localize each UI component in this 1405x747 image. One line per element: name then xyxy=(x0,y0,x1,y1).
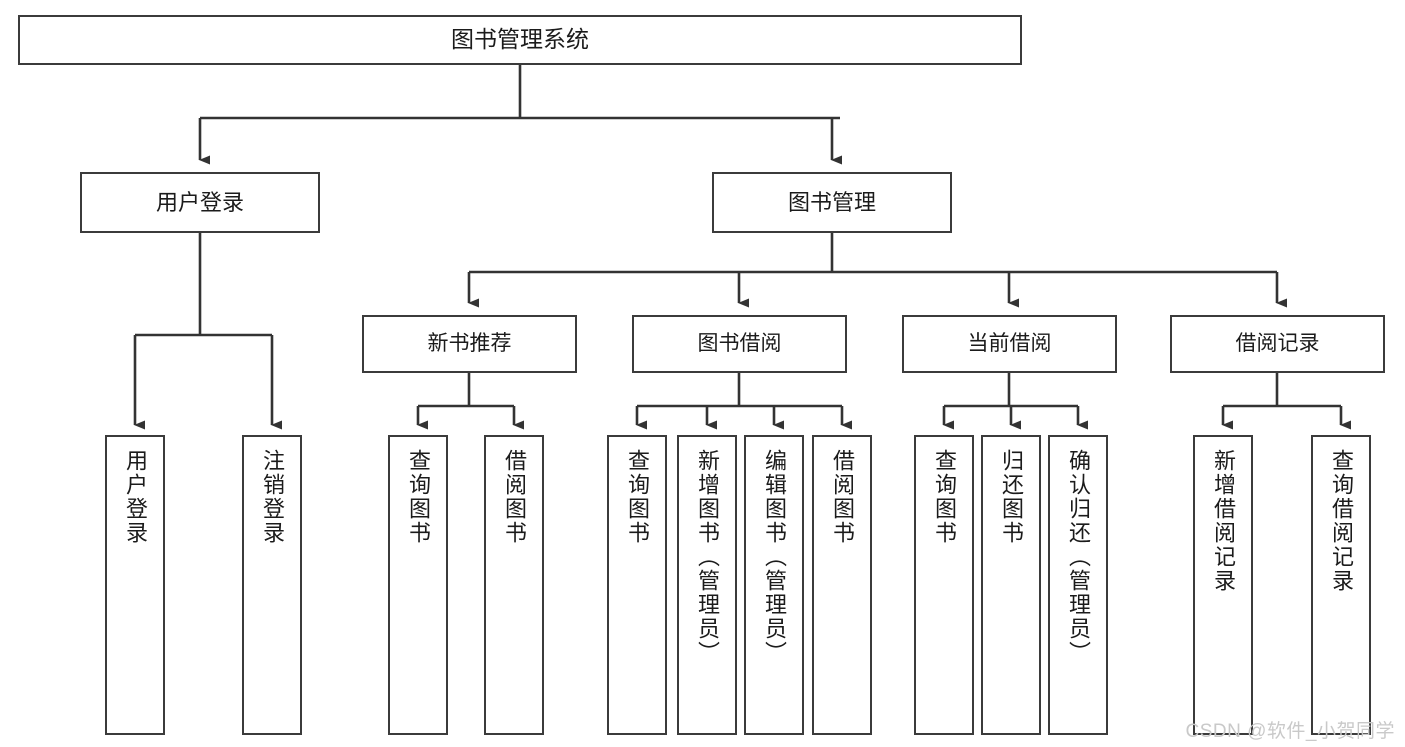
leaf-user-login-logout[interactable]: 注销登录 xyxy=(242,435,302,735)
node-label: 图书管理系统 xyxy=(451,26,589,53)
node-label: 查询图书 xyxy=(406,449,431,545)
node-user-login[interactable]: 用户登录 xyxy=(80,172,320,233)
leaf-current-borrow-return[interactable]: 归还图书 xyxy=(981,435,1041,735)
node-label: 当前借阅 xyxy=(967,331,1052,355)
node-label: 用户登录 xyxy=(155,189,244,215)
leaf-book-borrow-query[interactable]: 查询图书 xyxy=(607,435,667,735)
node-label: 查询借阅记录 xyxy=(1329,449,1354,593)
node-book-borrow[interactable]: 图书借阅 xyxy=(632,315,847,373)
leaf-book-borrow-add[interactable]: 新增图书（管理员） xyxy=(677,435,737,735)
leaf-borrow-record-add[interactable]: 新增借阅记录 xyxy=(1193,435,1253,735)
node-label: 编辑图书（管理员） xyxy=(762,449,787,665)
leaf-borrow-record-query[interactable]: 查询借阅记录 xyxy=(1311,435,1371,735)
node-new-book-recommend[interactable]: 新书推荐 xyxy=(362,315,577,373)
leaf-user-login-login[interactable]: 用户登录 xyxy=(105,435,165,735)
node-label: 查询图书 xyxy=(932,449,957,545)
node-label: 借阅图书 xyxy=(830,449,855,545)
node-borrow-record[interactable]: 借阅记录 xyxy=(1170,315,1385,373)
node-book-management[interactable]: 图书管理 xyxy=(712,172,952,233)
csdn-watermark: CSDN @软件_小贺同学 xyxy=(1185,721,1395,742)
leaf-book-borrow-edit[interactable]: 编辑图书（管理员） xyxy=(744,435,804,735)
leaf-book-borrow-borrow[interactable]: 借阅图书 xyxy=(812,435,872,735)
node-label: 归还图书 xyxy=(999,449,1024,545)
node-label: 注销登录 xyxy=(260,449,285,545)
node-label: 新书推荐 xyxy=(427,331,512,355)
node-label: 确认归还（管理员） xyxy=(1066,449,1091,665)
leaf-current-borrow-query[interactable]: 查询图书 xyxy=(914,435,974,735)
leaf-new-book-query[interactable]: 查询图书 xyxy=(388,435,448,735)
node-label: 借阅记录 xyxy=(1235,331,1320,355)
node-current-borrow[interactable]: 当前借阅 xyxy=(902,315,1117,373)
node-label: 图书管理 xyxy=(787,189,876,215)
node-label: 图书借阅 xyxy=(697,331,782,355)
leaf-new-book-borrow[interactable]: 借阅图书 xyxy=(484,435,544,735)
node-label: 用户登录 xyxy=(123,449,148,545)
node-label: 借阅图书 xyxy=(502,449,527,545)
node-root[interactable]: 图书管理系统 xyxy=(18,15,1022,65)
node-label: 新增借阅记录 xyxy=(1211,449,1236,593)
node-label: 新增图书（管理员） xyxy=(695,449,720,665)
node-label: 查询图书 xyxy=(625,449,650,545)
leaf-current-borrow-confirm-return[interactable]: 确认归还（管理员） xyxy=(1048,435,1108,735)
